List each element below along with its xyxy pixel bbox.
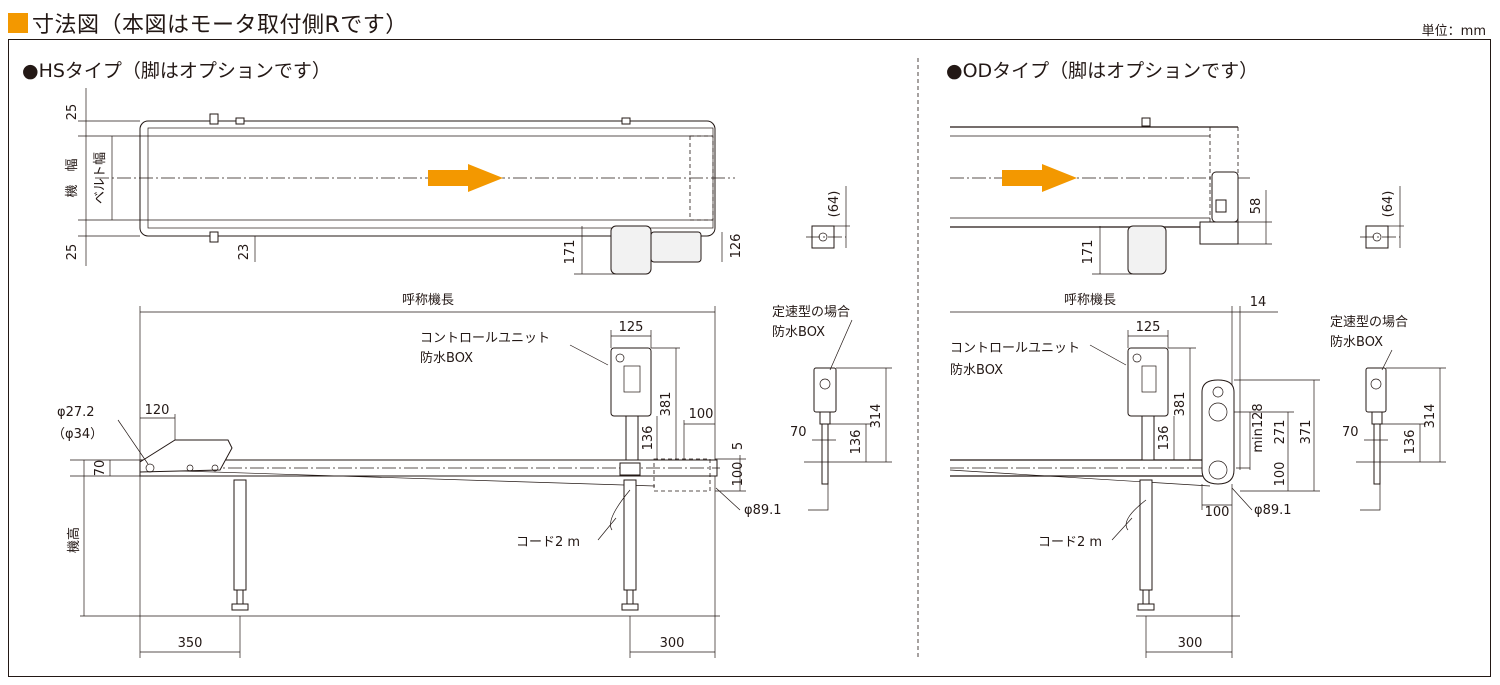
drawing-frame [8, 39, 1491, 677]
od-label-cord: コード2 m [1038, 535, 1102, 550]
hs-dim-300: 300 [660, 636, 685, 651]
od-dim-min128: min128 [1251, 403, 1266, 452]
od-label-waterproof-box: 防水BOX [950, 362, 1003, 378]
od-dim-100-bottom: 100 [1205, 505, 1230, 520]
hs-dim-phi34: （φ34） [52, 427, 103, 442]
hs-label-waterproof-box-2: 防水BOX [772, 324, 825, 340]
hs-dim-70: 70 [93, 460, 108, 477]
od-dim-phi89: φ89.1 [1254, 503, 1292, 518]
hs-leg-left [233, 479, 247, 591]
od-constant-speed-box [1356, 349, 1446, 511]
hs-label-waterproof-box: 防水BOX [420, 350, 473, 366]
hs-dim-350: 350 [178, 636, 203, 651]
hs-dim-bottom-25: 25 [65, 244, 80, 261]
title-marker-icon [8, 13, 28, 33]
od-dim-371: 371 [1299, 420, 1314, 445]
od-dim-136-b: 136 [1403, 430, 1418, 455]
hs-dim-phi89: φ89.1 [744, 503, 782, 518]
hs-dim-height: 機高 [66, 527, 82, 553]
hs-dim-phi27: φ27.2 [57, 405, 95, 420]
hs-dim-136: 136 [641, 426, 656, 451]
hs-dim-5: 5 [731, 442, 746, 450]
od-control-unit [1127, 347, 1169, 417]
od-dim-70: 70 [1342, 425, 1359, 440]
od-dim-271: 271 [1273, 420, 1288, 445]
od-dim-58: 58 [1249, 198, 1264, 215]
hs-label-control-unit: コントロールユニット [420, 331, 550, 346]
od-side-view [949, 306, 1320, 658]
hs-dim-machine-width: 機 幅 [65, 158, 80, 197]
hs-dim-70-b: 70 [790, 425, 807, 440]
od-label-waterproof-box-2: 防水BOX [1330, 334, 1383, 350]
hs-constant-speed-box [804, 319, 892, 511]
od-direction-arrow-icon [1002, 164, 1077, 192]
od-dim-381: 381 [1173, 392, 1188, 417]
hs-side-view [70, 306, 746, 658]
hs-motor [610, 225, 652, 275]
hs-control-unit [610, 347, 652, 417]
od-dim-14: 14 [1250, 295, 1267, 310]
hs-end-bracket [806, 186, 850, 249]
hs-dim-171: 171 [563, 240, 578, 265]
hs-dim-126: 126 [729, 234, 744, 259]
direction-arrow-icon [428, 164, 503, 192]
hs-dim-top-25: 25 [65, 104, 80, 121]
od-label-constant-speed: 定速型の場合 [1330, 315, 1408, 330]
od-dim-125: 125 [1136, 320, 1161, 335]
od-dim-300: 300 [1178, 636, 1203, 651]
od-dim-314: 314 [1423, 404, 1438, 429]
od-leg [1139, 479, 1153, 591]
hs-leg-right [623, 479, 637, 591]
hs-dim-136-b: 136 [849, 430, 864, 455]
od-dim-171: 171 [1081, 240, 1096, 265]
od-motor [1127, 225, 1167, 275]
od-section-title: ●ODタイプ（脚はオプションです） [946, 60, 1259, 82]
hs-dim-nominal-length: 呼称機長 [402, 293, 454, 308]
od-label-control-unit: コントロールユニット [950, 341, 1080, 356]
hs-label-cord: コード2 m [516, 535, 580, 550]
od-dim-64: (64) [1381, 191, 1396, 218]
hs-dim-314: 314 [869, 404, 884, 429]
od-end-bracket [1360, 186, 1404, 249]
hs-section-title: ●HSタイプ（脚はオプションです） [22, 60, 331, 82]
hs-dim-100-side: 100 [731, 462, 746, 487]
od-top-view [950, 117, 1272, 275]
hs-dim-120: 120 [145, 403, 170, 418]
page-title: 寸法図（本図はモータ取付側Rです） [32, 13, 408, 38]
hs-dim-125: 125 [619, 320, 644, 335]
header: 寸法図（本図はモータ取付側Rです） [8, 8, 408, 38]
hs-dim-381: 381 [659, 392, 674, 417]
unit-label: 単位：mm [1421, 24, 1486, 39]
hs-dim-100-top: 100 [689, 407, 714, 422]
od-dim-100-side: 100 [1273, 462, 1288, 487]
hs-top-view [78, 88, 735, 275]
hs-dim-23: 23 [237, 244, 252, 261]
od-dim-nominal-length: 呼称機長 [1064, 293, 1116, 308]
hs-dim-64: (64) [827, 191, 842, 218]
hs-label-constant-speed: 定速型の場合 [772, 305, 850, 320]
hs-dim-belt-width: ベルト幅 [93, 152, 108, 204]
od-dim-136: 136 [1157, 426, 1172, 451]
